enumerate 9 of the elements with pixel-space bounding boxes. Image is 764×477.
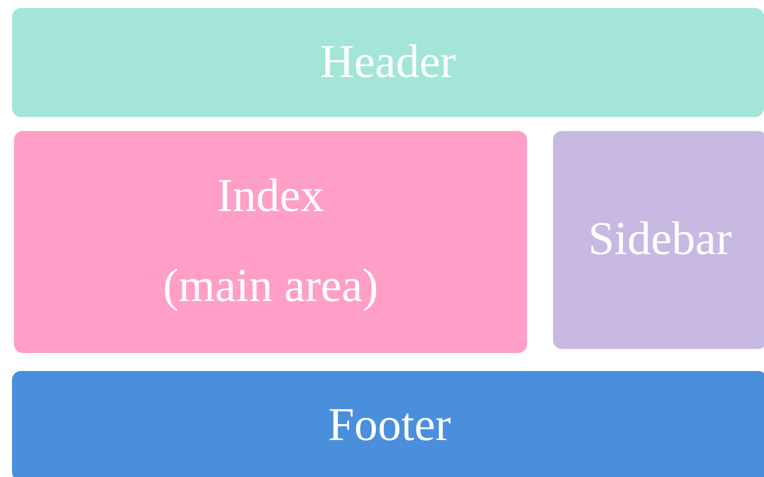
main-area-region [14, 131, 527, 353]
sidebar-region [553, 131, 764, 349]
footer-region [12, 371, 764, 477]
region-label: Index [216, 171, 324, 223]
header-region [12, 8, 764, 117]
region-label: (main area) [162, 261, 378, 313]
region-label: Sidebar [588, 214, 732, 266]
region-label: Footer [328, 400, 451, 452]
region-label: Header [320, 36, 456, 88]
